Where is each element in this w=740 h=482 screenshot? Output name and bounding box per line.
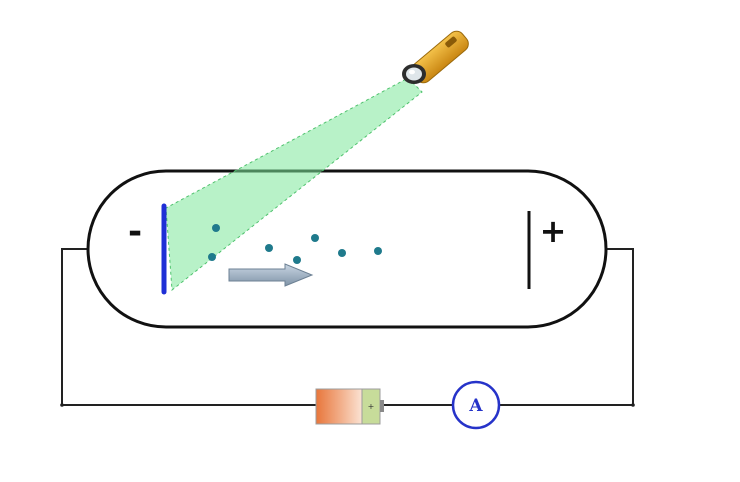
electron: [265, 244, 273, 252]
electron: [208, 253, 216, 261]
battery-body: [315, 388, 363, 425]
battery-icon: +: [315, 388, 384, 425]
ammeter-ring: [451, 380, 501, 430]
ammeter-icon: A: [451, 380, 501, 430]
cathode-sign: -: [128, 212, 142, 252]
right-wire: [500, 248, 634, 406]
electron-direction-arrow: [228, 263, 314, 287]
battery-plus-label: +: [368, 402, 375, 411]
wire-node: [60, 403, 64, 407]
battery-terminal: [380, 400, 384, 412]
light-beam: [165, 77, 423, 291]
electron: [338, 249, 346, 257]
electron: [212, 224, 220, 232]
flashlight-icon: [402, 30, 469, 84]
electron: [293, 256, 301, 264]
electrons: [208, 224, 382, 264]
wire-node: [631, 403, 635, 407]
circuit-wires: [60, 248, 635, 407]
ammeter-label: A: [468, 396, 483, 416]
left-wire: [61, 248, 316, 406]
anode-sign: +: [540, 212, 567, 250]
electron: [374, 247, 382, 255]
electron: [311, 234, 319, 242]
